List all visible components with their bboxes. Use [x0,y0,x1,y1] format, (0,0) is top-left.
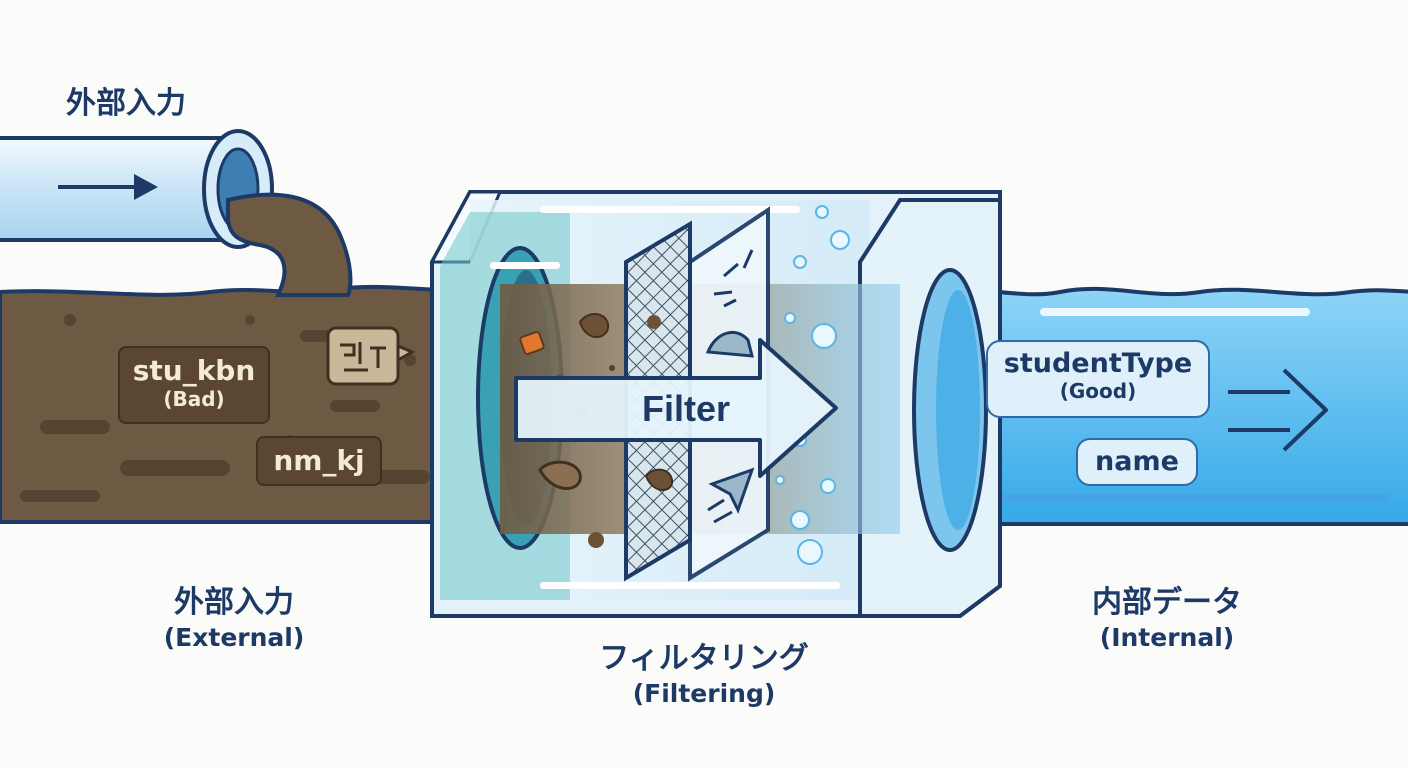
bad-field-name-2: nm_kj [258,444,380,477]
internal-caption: 内部データ (Internal) [1052,584,1282,654]
bad-field-tag: stu_kbn (Bad) [118,346,270,424]
top-input-label: 外部入力 [66,85,186,123]
top-input-label-text: 外部入力 [66,85,186,123]
filtering-caption: フィルタリング (Filtering) [564,640,844,710]
filtering-caption-main: フィルタリング [564,640,844,678]
bad-field-note: (Bad) [120,387,268,411]
good-field-tag-2: name [1076,438,1198,486]
clean-water-highlight [1040,308,1310,316]
internal-caption-sub: (Internal) [1052,622,1282,654]
clean-water-shade [1000,494,1390,502]
external-caption-sub: (External) [134,622,334,654]
good-field-note: (Good) [988,379,1208,403]
external-caption: 外部入力 (External) [134,584,334,654]
bad-field-name: stu_kbn [120,354,268,387]
bad-field-tag-2: nm_kj [256,436,382,486]
garbled-text-icon [328,328,412,384]
filter-arrow-label: Filter [642,388,730,429]
good-field-name-2: name [1078,446,1196,477]
good-field-tag: studentType (Good) [986,340,1210,418]
external-caption-main: 外部入力 [134,584,334,622]
good-field-name: studentType [988,348,1208,379]
filtering-caption-sub: (Filtering) [564,678,844,710]
internal-caption-main: 内部データ [1052,584,1282,622]
